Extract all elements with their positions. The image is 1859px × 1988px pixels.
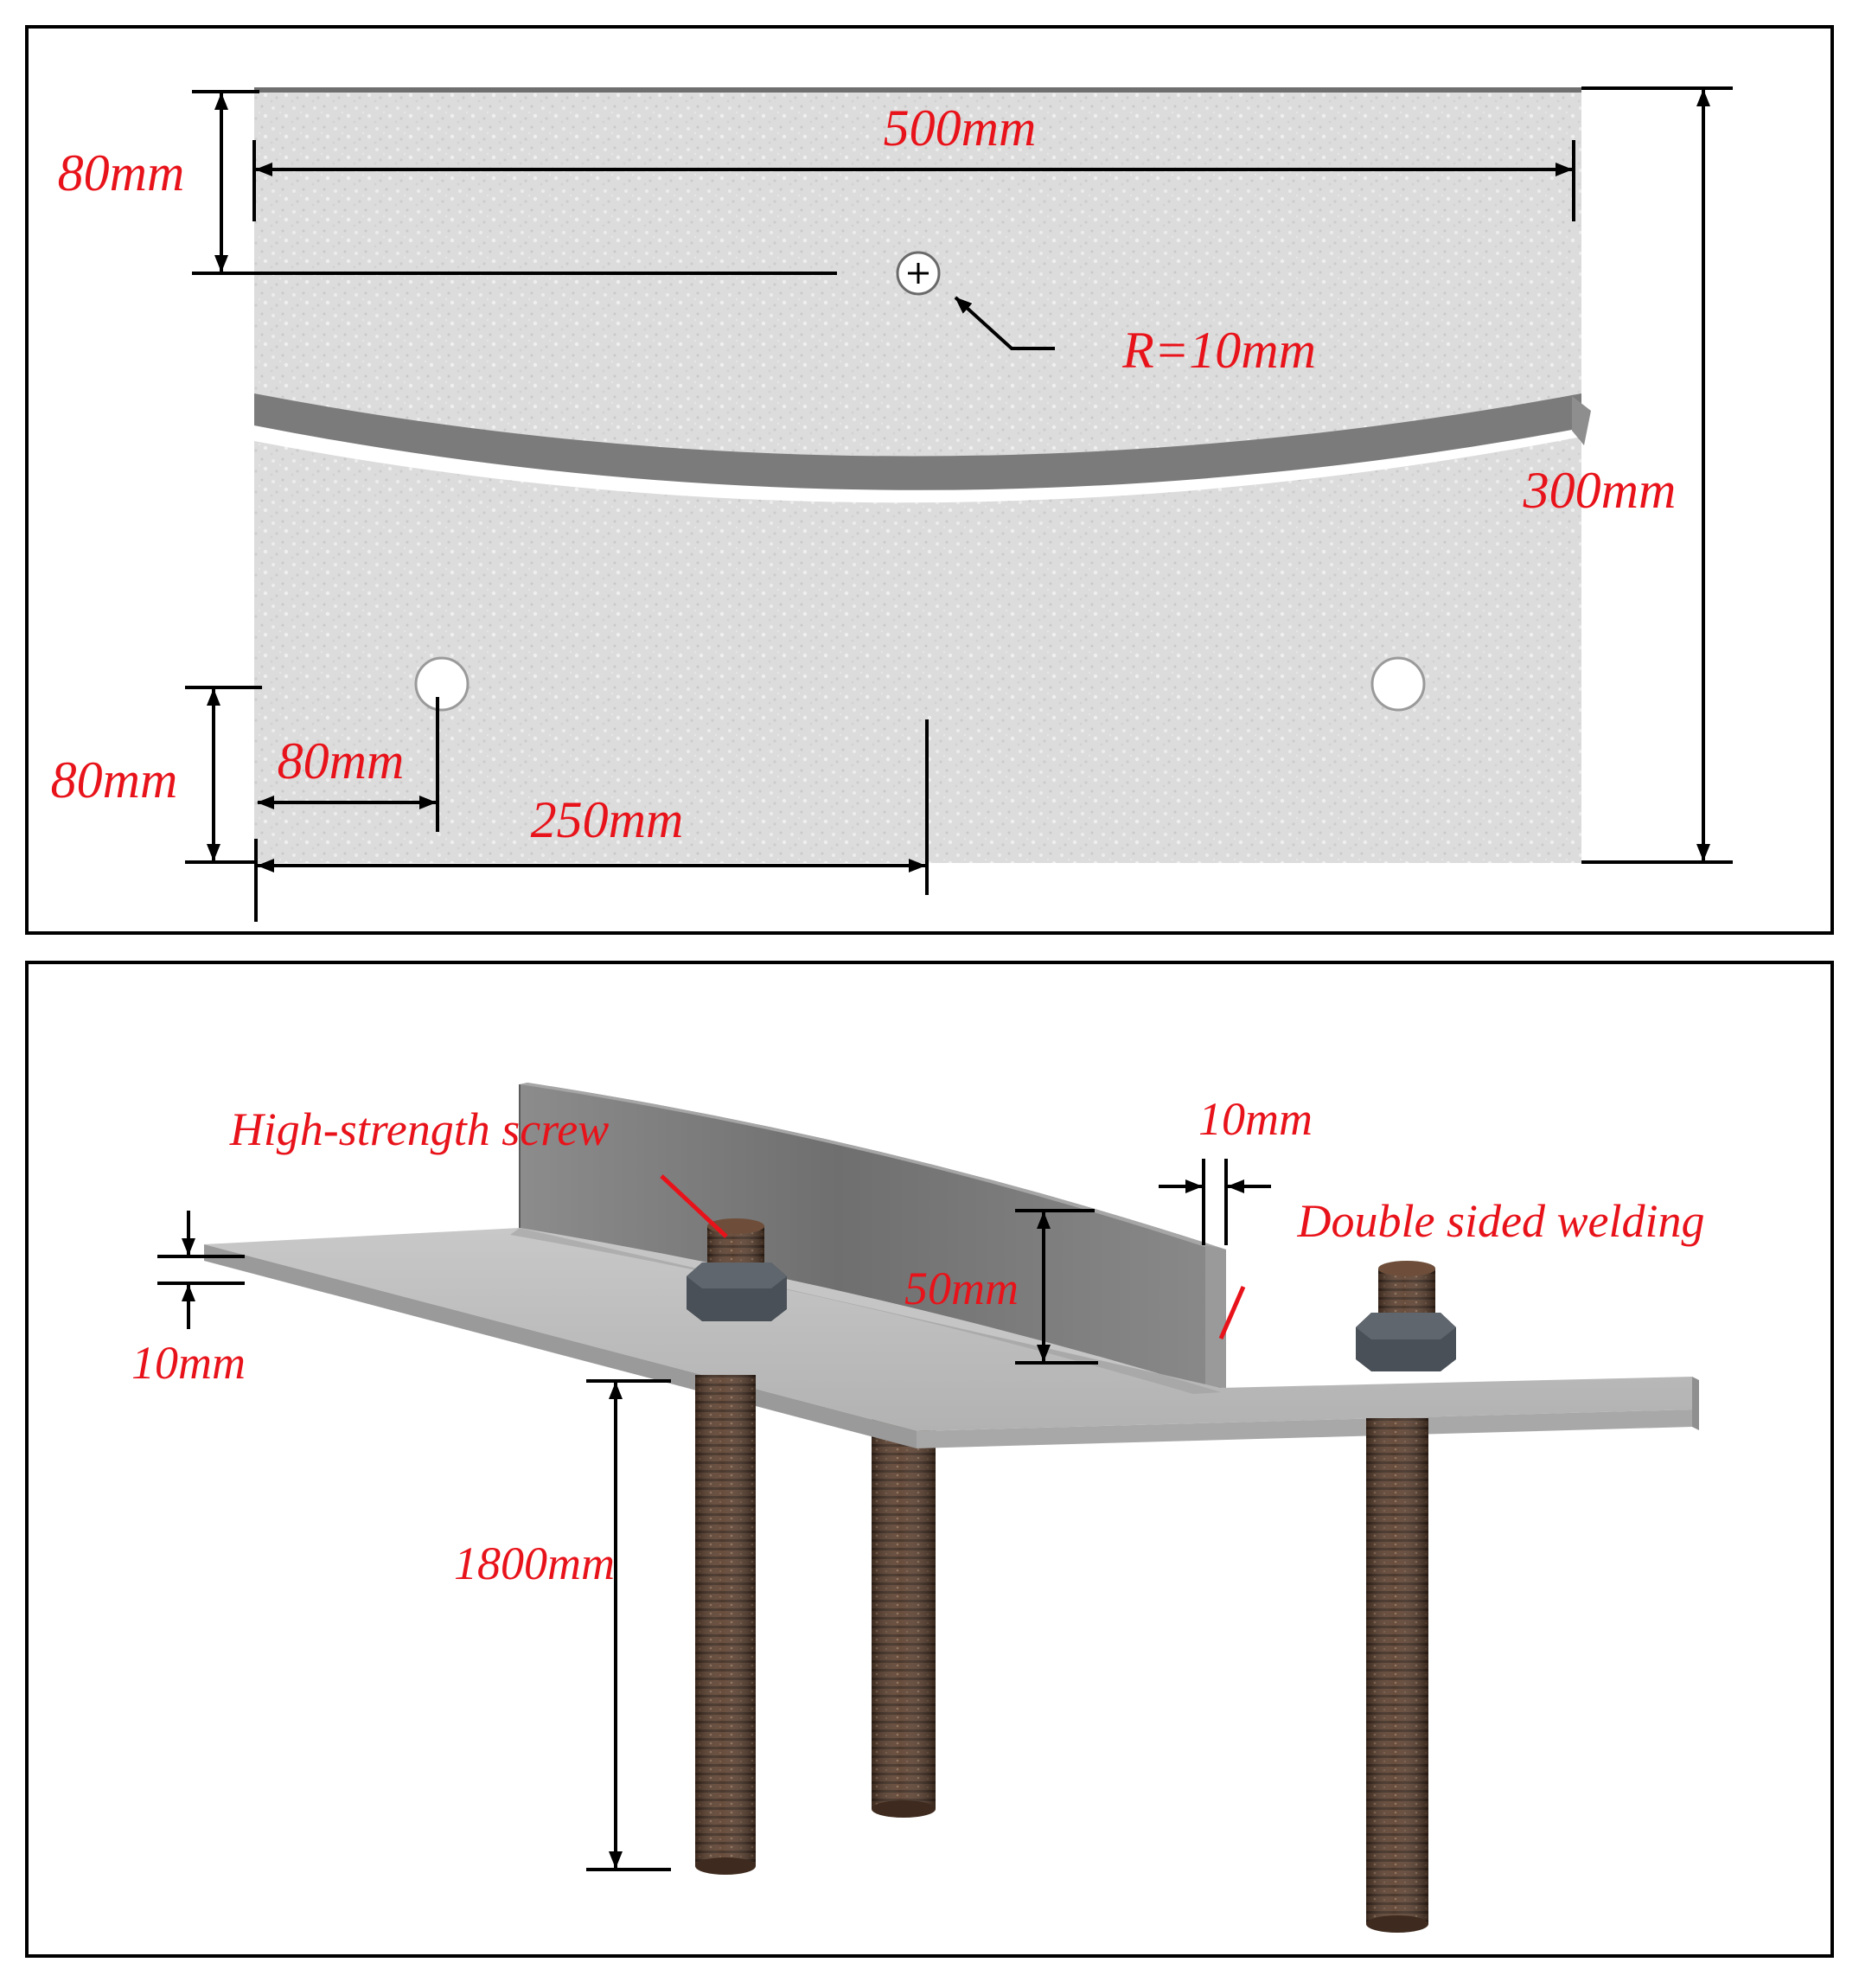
plate-thickness-label: 10mm — [131, 1337, 246, 1389]
dimension-lines-top — [185, 86, 1733, 922]
dimension-lines-bottom — [157, 1159, 1271, 1871]
screw-right — [1356, 1261, 1456, 1371]
screw-leader — [660, 1174, 728, 1238]
hole-radius-label: R=10mm — [1121, 322, 1316, 379]
gap-label: 10mm — [1198, 1093, 1313, 1145]
rib-top-view — [254, 393, 1581, 490]
screw-left — [687, 1218, 787, 1321]
weld-leader — [1218, 1286, 1246, 1339]
top-offset-label: 80mm — [58, 144, 185, 201]
red-leaders — [660, 1174, 1246, 1339]
half-width-label: 250mm — [531, 791, 684, 848]
center-hole — [896, 251, 941, 296]
bottom-offset-label: 80mm — [51, 751, 178, 809]
bolt-hole-left — [414, 656, 470, 712]
rod-length-label: 1800mm — [454, 1537, 615, 1589]
screw-label: High-strength screw — [229, 1103, 609, 1155]
steel-plate-top-view — [254, 87, 1591, 863]
side-offset-label: 80mm — [278, 732, 405, 789]
rib-height-label: 50mm — [904, 1262, 1019, 1314]
weld-label: Double sided welding — [1297, 1195, 1705, 1247]
height-label: 300mm — [1523, 462, 1677, 519]
width-label: 500mm — [884, 99, 1037, 157]
anchor-rods-back — [872, 1418, 936, 1818]
bolt-hole-right — [1370, 656, 1426, 712]
anchor-rods-front — [695, 1375, 1428, 1933]
